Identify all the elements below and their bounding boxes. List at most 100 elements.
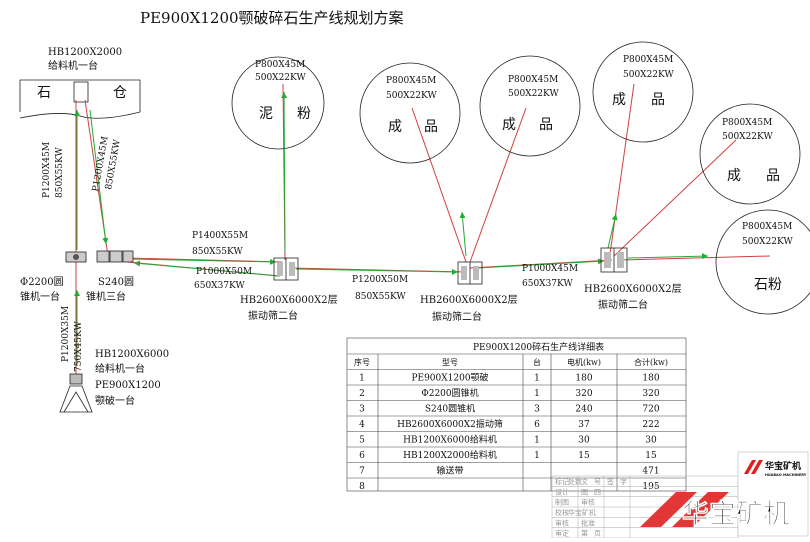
conveyor-labels: P1200X45M 850X55KW P1200X45M 850X55KW P1… bbox=[42, 136, 578, 372]
pile-1-mud-powder: P800X45M 500X22KW 泥 粉 bbox=[231, 56, 325, 150]
pile-circle bbox=[715, 209, 810, 315]
title-block-cell: 校核 bbox=[555, 508, 569, 517]
table-cell: 6 bbox=[359, 451, 365, 461]
pile-5-product: P800X45M 500X22KW 成 品 bbox=[699, 103, 801, 205]
title-block-cell: 审定 bbox=[555, 529, 569, 538]
title-block-cell: 第 bbox=[581, 529, 588, 538]
brand-watermark: 华宝矿机 bbox=[640, 492, 790, 530]
table-cell: 3 bbox=[534, 405, 540, 415]
pile-1-label-a: 泥 bbox=[259, 106, 273, 122]
pile-3-power: 500X22KW bbox=[508, 89, 559, 99]
flow-arrow-icon bbox=[477, 258, 605, 269]
title-block-cell: 批准 bbox=[581, 518, 595, 527]
conveyor-c6-power: 850X55KW bbox=[355, 292, 406, 302]
conveyor-c7-power: 650X37KW bbox=[522, 279, 573, 289]
pile-2-label-b: 品 bbox=[424, 119, 438, 135]
jaw-model: PE900X1200 bbox=[95, 380, 161, 391]
pile-5-power: 500X22KW bbox=[722, 132, 773, 142]
conveyor-to-pile-5 bbox=[613, 139, 737, 257]
flow-arrow-icon bbox=[129, 258, 277, 265]
table-cell: HB2600X6000X2振动筛 bbox=[397, 418, 503, 430]
table-header-cell: 型号 bbox=[442, 358, 458, 367]
table-cell: HB1200X2000给料机 bbox=[403, 449, 497, 461]
conveyor-c4-label: P1400X55M bbox=[192, 231, 248, 241]
jaw-crusher-icon bbox=[69, 373, 83, 385]
conveyor-c1-power: 850X55KW bbox=[55, 147, 65, 198]
title-block-cell: 处数 bbox=[568, 477, 582, 486]
brand-name: 华宝矿机 bbox=[682, 498, 790, 530]
vibrating-screen-2: HB2600X6000X2层 振动筛二台 bbox=[420, 261, 518, 323]
table-cell: 5 bbox=[359, 436, 365, 446]
table-header-cell: 序号 bbox=[354, 357, 370, 367]
table-cell: 320 bbox=[642, 389, 659, 399]
conveyor-to-pile-4 bbox=[609, 83, 635, 255]
title-block-cell: 华宝矿机 bbox=[568, 508, 596, 517]
title-block-cell: 制图 bbox=[555, 498, 569, 507]
crusher-support-icon bbox=[59, 385, 93, 413]
table-cell: 195 bbox=[642, 482, 659, 492]
title-block-cell: 文 bbox=[581, 477, 588, 486]
screen1-count: 振动筛二台 bbox=[248, 309, 298, 322]
jaw-crusher-station: HB1200X6000 给料机一台 PE900X1200 颚破一台 bbox=[59, 349, 169, 413]
screen3-model: HB2600X6000X2层 bbox=[584, 283, 682, 295]
small-logo-name: 华宝矿机 bbox=[765, 460, 801, 472]
title-block-cell: 号 bbox=[594, 478, 601, 486]
title-block-cell: 页 bbox=[594, 530, 601, 538]
stockpile-bin: HB1200X2000 给料机一台 石 仓 bbox=[19, 47, 141, 119]
pile-5-label-a: 成 bbox=[727, 168, 741, 184]
table-cell: PE900X1200颚破 bbox=[411, 372, 488, 384]
title-block-cell: 四 bbox=[594, 488, 601, 496]
pile-3-product: P800X45M 500X22KW 成 品 bbox=[479, 55, 581, 157]
conveyor-c7-label: P1000X45M bbox=[522, 264, 578, 274]
conveyor-c3-power: 750X45KW bbox=[74, 321, 84, 372]
table-cell: 1 bbox=[534, 374, 540, 384]
table-cell: 6 bbox=[534, 420, 540, 430]
flow-arrows bbox=[74, 91, 709, 366]
small-logo-sub: HUABAO MACHINERY bbox=[765, 473, 807, 477]
conveyor-c5-label: P1000X50M bbox=[196, 267, 252, 277]
table-cell: 1 bbox=[359, 374, 365, 384]
cone-crusher-s240: S240圆 锥机三台 bbox=[86, 250, 134, 303]
screen1-model: HB2600X6000X2层 bbox=[240, 294, 338, 306]
conveyor-c3-label: P1200X35M bbox=[61, 306, 71, 362]
table-cell: 240 bbox=[575, 405, 592, 415]
table-cell: 30 bbox=[578, 436, 590, 446]
table-cell: HB1200X6000给料机 bbox=[403, 434, 497, 446]
title-block-cell: 审核 bbox=[581, 498, 595, 507]
table-cell: 30 bbox=[645, 436, 657, 446]
cone1-count: 锥机一台 bbox=[20, 290, 60, 303]
pile-circle bbox=[231, 56, 325, 150]
conveyor-c4-power: 850X55KW bbox=[192, 247, 243, 257]
screen3-count: 振动筛二台 bbox=[598, 298, 648, 311]
bin-feeder-count: 给料机一台 bbox=[48, 59, 98, 72]
flow-arrow-icon bbox=[295, 268, 459, 275]
pile-4-conveyor: P800X45M bbox=[623, 55, 673, 65]
flow-arrow-icon bbox=[459, 211, 467, 257]
conveyor-to-pile-stone-powder bbox=[619, 255, 771, 261]
table-cell: 1 bbox=[534, 436, 540, 446]
conveyor-lines bbox=[75, 83, 771, 376]
cone3-count: 锥机三台 bbox=[86, 290, 126, 303]
conveyor-c5-power: 650X37KW bbox=[194, 281, 245, 291]
flow-arrow-icon bbox=[89, 109, 109, 245]
pile-6-power: 500X22KW bbox=[742, 237, 793, 247]
cone3-model: S240圆 bbox=[98, 276, 134, 288]
table-cell: 222 bbox=[642, 420, 659, 430]
table-cell: S240圆锥机 bbox=[425, 403, 475, 415]
cone-crusher-icon bbox=[96, 250, 110, 263]
pile-1-label-b: 粉 bbox=[297, 106, 311, 122]
screen2-count: 振动筛二台 bbox=[432, 310, 482, 323]
table-header-cell: 台 bbox=[533, 357, 541, 367]
pile-3-label-a: 成 bbox=[502, 117, 516, 133]
diagram-title: PE900X1200颚破碎石生产线规划方案 bbox=[140, 9, 404, 27]
pile-2-power: 500X22KW bbox=[386, 91, 437, 101]
feeder-count: 给料机一台 bbox=[95, 362, 145, 375]
conveyor-to-pile-3 bbox=[469, 107, 527, 263]
table-cell: 8 bbox=[359, 482, 365, 492]
huabao-brand-icon bbox=[640, 492, 729, 527]
pile-4-power: 500X22KW bbox=[623, 70, 674, 80]
title-block-cell: 审核 bbox=[555, 518, 569, 527]
feeder-model: HB1200X6000 bbox=[95, 349, 169, 360]
